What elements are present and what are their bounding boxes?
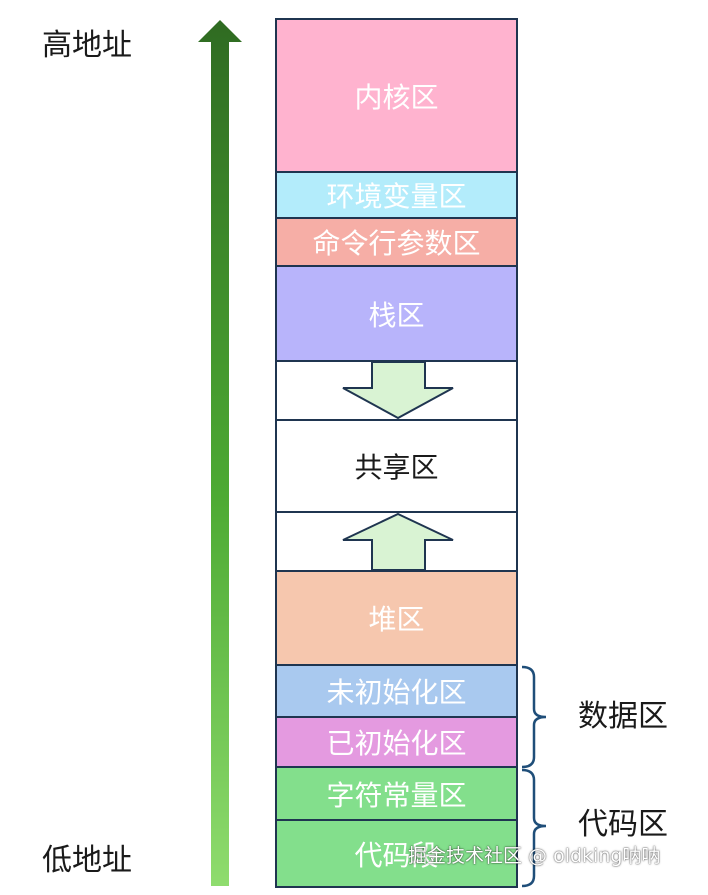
segment-label: 共享区 xyxy=(354,451,439,484)
segment-heap-grow xyxy=(275,511,518,572)
segment-label: 环境变量区 xyxy=(326,180,467,213)
segment-label: 代码段 xyxy=(354,838,439,872)
segment-label: 命令行参数区 xyxy=(312,227,481,260)
segment-label: 字符常量区 xyxy=(326,778,467,812)
segment-label: 堆区 xyxy=(368,603,425,636)
code-region-label: 代码区 xyxy=(578,807,668,842)
low-address-label: 低地址 xyxy=(42,843,132,878)
segment-data: 已初始化区 xyxy=(275,716,518,768)
high-address-label: 高地址 xyxy=(42,28,132,63)
code-region-brace-icon xyxy=(521,768,547,888)
segment-bss: 未初始化区 xyxy=(275,664,518,718)
segment-shared: 共享区 xyxy=(275,419,518,513)
segment-heap: 堆区 xyxy=(275,570,518,666)
segment-text: 代码段 xyxy=(275,819,518,888)
stack-growth-down-arrow-icon xyxy=(342,362,454,419)
segment-kernel: 内核区 xyxy=(275,18,518,173)
segment-label: 未初始化区 xyxy=(326,676,467,709)
segment-cmdline: 命令行参数区 xyxy=(275,217,518,267)
segment-env: 环境变量区 xyxy=(275,171,518,219)
segment-stack-grow xyxy=(275,360,518,421)
segment-rodata: 字符常量区 xyxy=(275,766,518,821)
segment-label: 已初始化区 xyxy=(326,727,467,760)
segment-stack: 栈区 xyxy=(275,265,518,362)
address-direction-arrow-icon xyxy=(198,20,242,886)
data-region-label: 数据区 xyxy=(578,699,668,734)
segment-label: 内核区 xyxy=(354,80,439,114)
segment-label: 栈区 xyxy=(368,298,425,332)
watermark: 掘金技术社区 @ oldking呐呐 xyxy=(408,845,661,867)
data-region-brace-icon xyxy=(521,665,547,769)
heap-growth-up-arrow-icon xyxy=(342,513,454,570)
